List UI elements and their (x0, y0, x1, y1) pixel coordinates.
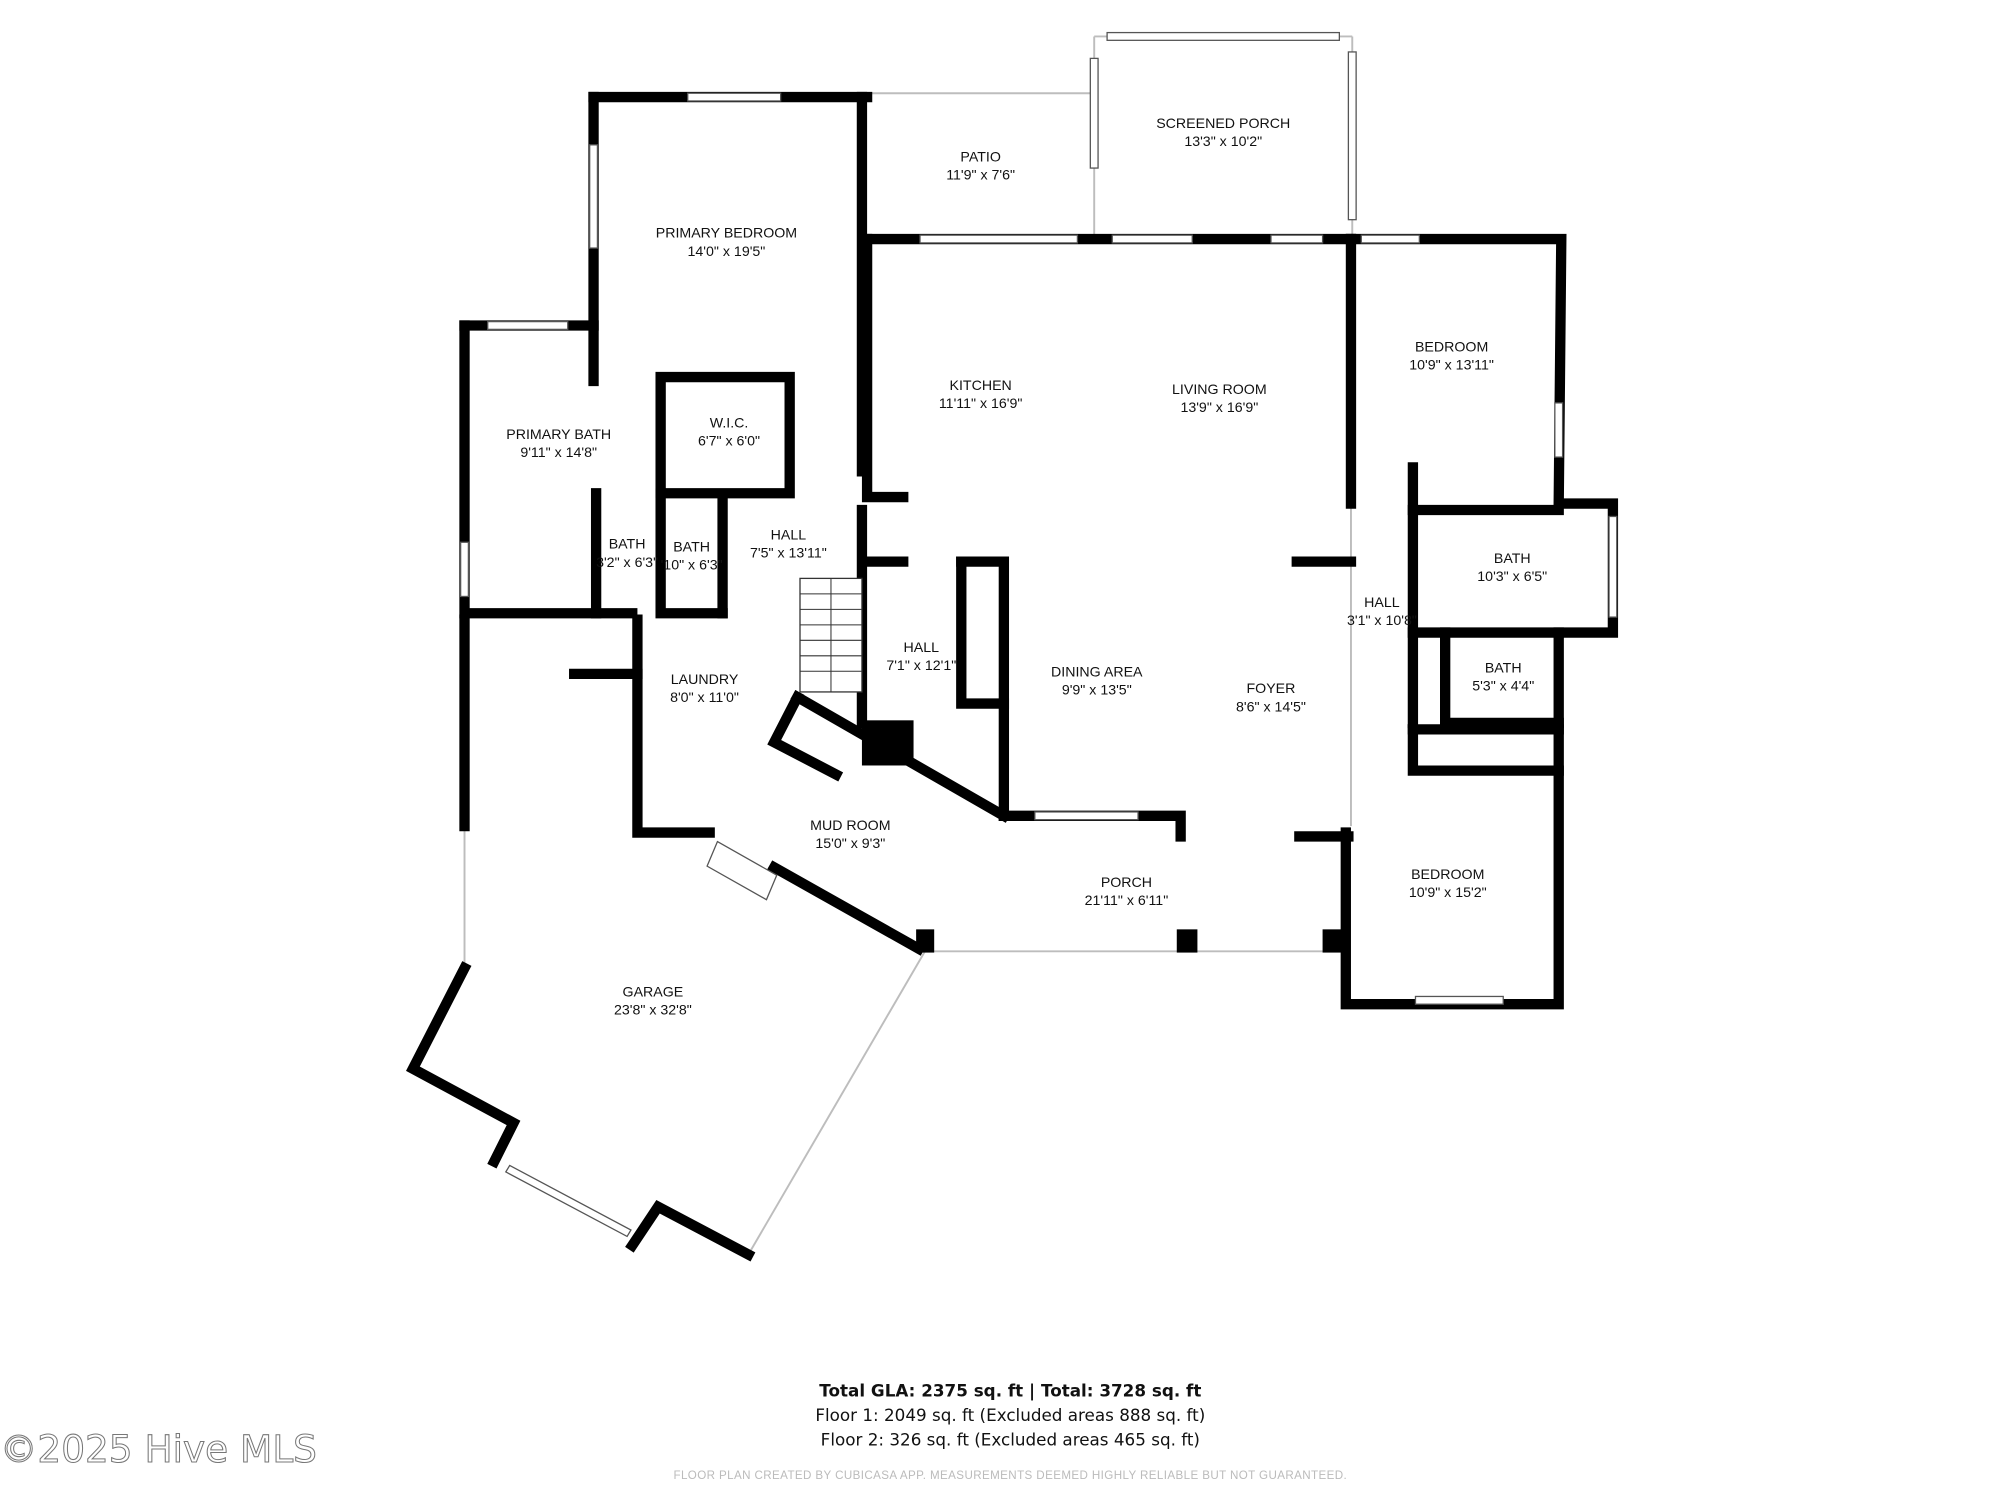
room-label: DINING AREA 9'9" x 13'5" (1051, 664, 1143, 698)
room-name: HALL (1364, 595, 1400, 611)
room-label: FOYER 8'6" x 14'5" (1236, 681, 1306, 715)
room-name: BATH (1494, 551, 1531, 567)
room-label: PRIMARY BEDROOM 14'0" x 19'5" (656, 226, 797, 260)
room-dimensions: 14'0" x 19'5" (688, 244, 766, 260)
room-label: BATH '10" x 6'3" (661, 539, 723, 573)
room-name: LAUNDRY (671, 672, 739, 688)
room-name: SCREENED PORCH (1156, 116, 1290, 132)
room-label: LAUNDRY 8'0" x 11'0" (670, 672, 739, 706)
room-label: BEDROOM 10'9" x 15'2" (1409, 867, 1487, 901)
room-label: BATH 5'3" x 4'4" (1472, 661, 1534, 695)
room-dimensions: '10" x 6'3" (661, 557, 723, 573)
room-dimensions: 7'1" x 12'1" (886, 658, 956, 674)
room-name: BATH (609, 537, 646, 553)
room-dimensions: 10'9" x 15'2" (1409, 885, 1487, 901)
room-name: LIVING ROOM (1172, 382, 1267, 398)
room-name: BATH (673, 539, 710, 555)
room-name: HALL (904, 640, 940, 656)
total-area: Total GLA: 2375 sq. ft | Total: 3728 sq.… (819, 1380, 1201, 1400)
room-dimensions: 6'7" x 6'0" (698, 433, 760, 449)
room-dimensions: 21'11" x 6'11" (1085, 893, 1169, 909)
room-label: MUD ROOM 15'0" x 9'3" (810, 818, 890, 852)
room-name: KITCHEN (950, 378, 1012, 394)
windows (460, 31, 1618, 1238)
room-label: HALL 7'1" x 12'1" (886, 640, 956, 674)
room-label: KITCHEN 11'11" x 16'9" (939, 378, 1023, 412)
watermark: ©2025 Hive MLS (0, 1427, 317, 1471)
room-labels: PATIO 11'9" x 7'6" SCREENED PORCH 13'3" x 1… (506, 116, 1547, 1018)
room-dimensions: 11'11" x 16'9" (939, 396, 1023, 412)
room-dimensions: 15'0" x 9'3" (815, 836, 885, 852)
room-dimensions: 3'1" x 10'8" (1347, 613, 1417, 629)
room-dimensions: 9'9" x 13'5" (1062, 683, 1132, 699)
room-label: BEDROOM 10'9" x 13'11" (1409, 339, 1494, 373)
room-dimensions: 10'9" x 13'11" (1409, 357, 1494, 373)
room-label: HALL 7'5" x 13'11" (750, 528, 827, 562)
floor1-area: Floor 1: 2049 sq. ft (Excluded areas 888… (815, 1405, 1205, 1425)
room-dimensions: 8'0" x 11'0" (670, 690, 739, 706)
room-dimensions: 13'3" x 10'2" (1184, 134, 1262, 150)
walls (406, 91, 1619, 1262)
room-label: LIVING ROOM 13'9" x 16'9" (1172, 382, 1267, 416)
room-label: BATH 10'3" x 6'5" (1477, 551, 1547, 585)
room-name: PRIMARY BATH (506, 427, 611, 443)
room-dimensions: 9'11" x 14'8" (520, 445, 597, 461)
room-dimensions: 5'3" x 4'4" (1472, 679, 1534, 695)
room-name: W.I.C. (710, 415, 749, 431)
room-name: BEDROOM (1415, 339, 1488, 355)
room-name: DINING AREA (1051, 664, 1143, 680)
room-label: PRIMARY BATH 9'11" x 14'8" (506, 427, 611, 461)
room-name: BATH (1485, 661, 1522, 677)
room-dimensions: 23'8" x 32'8" (614, 1003, 692, 1019)
room-dimensions: 7'5" x 13'11" (750, 546, 827, 562)
room-dimensions: 10'3" x 6'5" (1477, 569, 1547, 585)
room-name: GARAGE (623, 984, 684, 1000)
room-name: HALL (771, 528, 807, 544)
room-label: SCREENED PORCH 13'3" x 10'2" (1156, 116, 1290, 150)
room-dimensions: 8'6" x 14'5" (1236, 699, 1306, 715)
stairs (799, 577, 863, 693)
room-label: W.I.C. 6'7" x 6'0" (698, 415, 760, 449)
area-summary: Total GLA: 2375 sq. ft | Total: 3728 sq.… (815, 1380, 1205, 1449)
room-name: MUD ROOM (810, 818, 890, 834)
room-label: PATIO 11'9" x 7'6" (946, 150, 1015, 184)
room-label: BATH 3'2" x 6'3" (596, 537, 658, 571)
room-dimensions: 3'2" x 6'3" (596, 555, 658, 571)
disclaimer: FLOOR PLAN CREATED BY CUBICASA APP. MEAS… (673, 1469, 1347, 1482)
room-name: PORCH (1101, 875, 1152, 891)
room-name: FOYER (1247, 681, 1296, 697)
room-label: PORCH 21'11" x 6'11" (1085, 875, 1169, 909)
room-name: PRIMARY BEDROOM (656, 226, 797, 242)
room-dimensions: 11'9" x 7'6" (946, 168, 1015, 184)
floor2-area: Floor 2: 326 sq. ft (Excluded areas 465 … (821, 1429, 1200, 1449)
room-dimensions: 13'9" x 16'9" (1180, 400, 1258, 416)
room-label: HALL 3'1" x 10'8" (1347, 595, 1417, 629)
room-label: GARAGE 23'8" x 32'8" (614, 984, 692, 1018)
room-name: BEDROOM (1411, 867, 1484, 883)
room-name: PATIO (960, 150, 1000, 166)
